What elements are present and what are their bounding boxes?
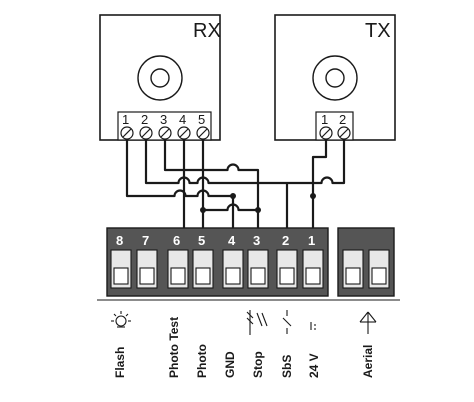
receiver-terminal-number: 4: [179, 112, 186, 127]
sbs-switch-icon: [282, 310, 292, 334]
receiver-terminal-number: 2: [141, 112, 148, 127]
receiver-terminal-number: 5: [198, 112, 205, 127]
lamp-icon: [111, 311, 131, 328]
transmitter-terminal-strip: [315, 111, 354, 141]
wire-tx1: [311, 139, 328, 228]
block-terminal-8-number: 8: [116, 233, 123, 248]
transmitter-terminal-number: 2: [339, 112, 346, 127]
wiring: [125, 139, 346, 228]
wire-bridge: [203, 203, 258, 212]
label-flash: Flash: [113, 347, 127, 378]
block-terminal-6-number: 6: [173, 233, 180, 248]
block-terminal-2-number: 2: [282, 233, 289, 248]
label-24v: 24 V: [307, 353, 321, 378]
block-terminal-1-number: 1: [308, 233, 315, 248]
block-terminal-5-number: 5: [198, 233, 205, 248]
label-stop: Stop: [251, 351, 265, 378]
main-terminal-block: 8 7 6 5 4 3 2 1: [106, 227, 329, 297]
label-gnd: GND: [223, 351, 237, 378]
transmitter-label: TX: [365, 20, 391, 42]
block-terminal-4-number: 4: [228, 233, 236, 248]
receiver-terminal-number: 1: [122, 112, 129, 127]
receiver-terminal-number: 3: [160, 112, 167, 127]
label-sbs: SbS: [280, 355, 294, 378]
block-terminal-3-number: 3: [253, 233, 260, 248]
receiver-label: RX: [193, 20, 221, 42]
transmitter-unit: TX 1 2: [274, 14, 396, 141]
label-photo: Photo: [195, 344, 209, 378]
receiver-terminal-strip: [117, 111, 212, 141]
antenna-icon: [359, 311, 377, 334]
block-terminal-7-number: 7: [142, 233, 149, 248]
wire-rx2-tx2: [144, 139, 346, 185]
terminal-sockets: [110, 249, 324, 289]
label-photo-test: Photo Test: [167, 317, 181, 378]
receiver-unit: RX 1 2 3 4 5: [99, 14, 221, 141]
stop-switch-icon: [246, 310, 268, 335]
junction-dots: [200, 193, 316, 213]
label-aerial: Aerial: [361, 345, 375, 378]
wire-rx1-gnd: [125, 139, 235, 228]
aerial-terminal-block: [337, 227, 395, 297]
transmitter-lens-icon: [312, 55, 358, 101]
wire-rx3-stop: [163, 139, 260, 228]
transmitter-terminal-number: 1: [321, 112, 328, 127]
receiver-lens-icon: [137, 55, 183, 101]
dc-symbol-icon: [310, 322, 316, 330]
